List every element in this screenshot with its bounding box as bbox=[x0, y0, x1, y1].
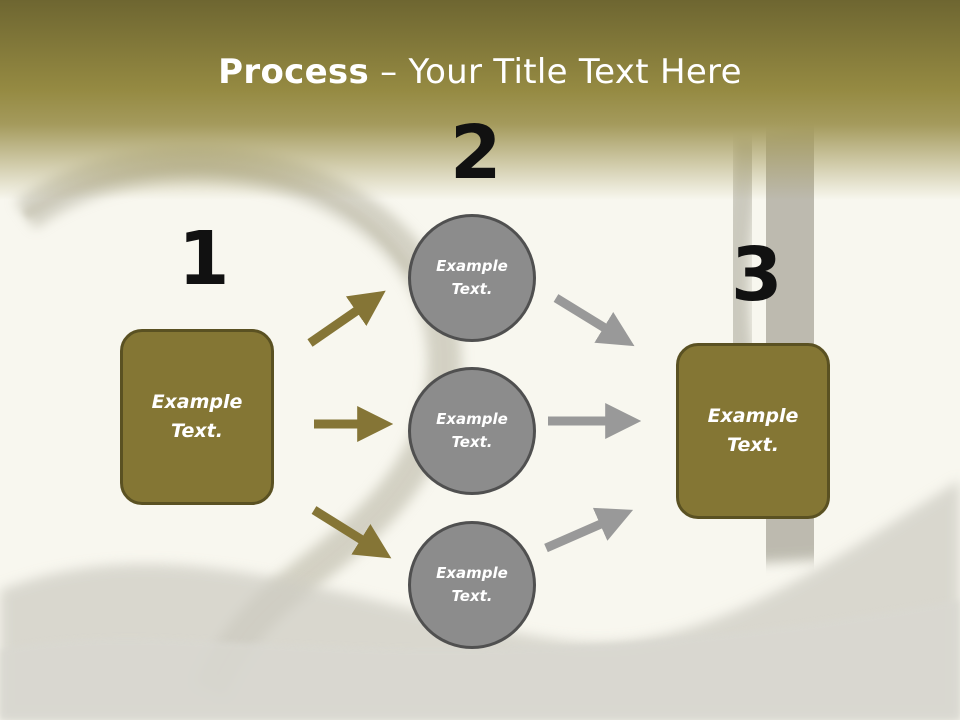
header-band bbox=[0, 0, 960, 200]
middle-node-1-label: Example Text. bbox=[436, 257, 508, 298]
middle-node-2-label: Example Text. bbox=[436, 410, 508, 451]
title-rest: – Your Title Text Here bbox=[369, 52, 742, 92]
arrow-1-to-node-1 bbox=[307, 290, 386, 347]
middle-node-3: Example Text. bbox=[408, 521, 536, 649]
middle-node-1: Example Text. bbox=[408, 214, 536, 342]
step-number-1: 1 bbox=[178, 216, 230, 302]
arrow-node-1-to-3 bbox=[553, 294, 635, 347]
step-number-2: 2 bbox=[450, 110, 502, 196]
step-box-1: Example Text. bbox=[120, 329, 274, 505]
arrow-node-3-to-3 bbox=[544, 507, 634, 553]
step-box-3: Example Text. bbox=[676, 343, 830, 519]
title-bold: Process bbox=[218, 52, 370, 92]
step-box-3-label: Example Text. bbox=[707, 405, 799, 456]
middle-node-3-label: Example Text. bbox=[436, 564, 508, 605]
middle-node-2: Example Text. bbox=[408, 367, 536, 495]
step-box-1-label: Example Text. bbox=[151, 391, 243, 442]
step-number-3: 3 bbox=[731, 232, 783, 318]
arrow-1-to-node-3 bbox=[311, 506, 392, 559]
slide-title: Process – Your Title Text Here bbox=[0, 52, 960, 92]
